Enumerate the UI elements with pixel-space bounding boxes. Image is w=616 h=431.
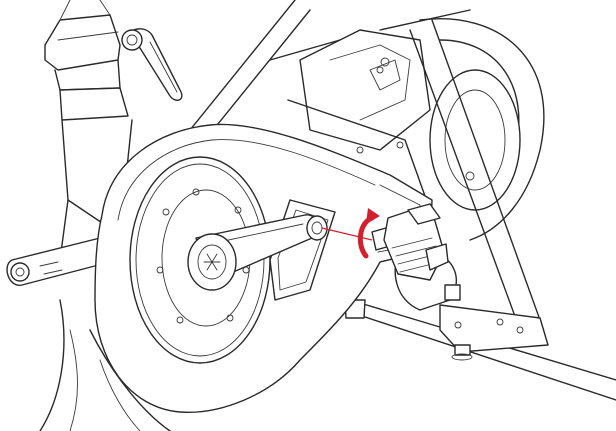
front-stabilizer [6, 237, 171, 431]
adjustment-knob [121, 28, 183, 101]
crank-arm [187, 214, 328, 291]
seat-post [44, 0, 133, 261]
alignment-guide-line [321, 227, 373, 241]
pedal [371, 203, 449, 281]
base-frame [344, 284, 616, 401]
thread-direction-arrow [321, 208, 380, 259]
